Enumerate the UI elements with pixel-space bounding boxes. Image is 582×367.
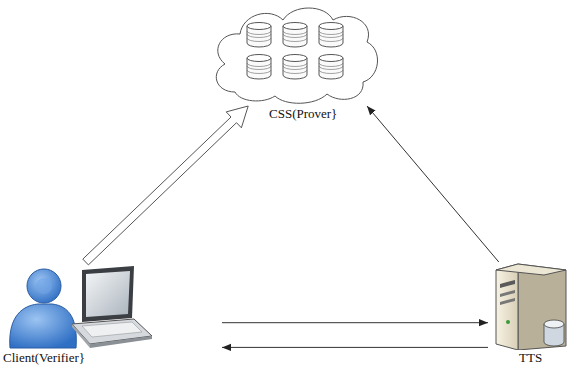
client-icon [2, 262, 222, 350]
server-icon [488, 262, 578, 350]
server-node: TTS [488, 262, 578, 350]
node-label: CSS(Prover} [268, 106, 338, 121]
hollow-arrow [83, 106, 248, 265]
arrow-line [222, 347, 488, 348]
cloud-node: CSS(Prover} [205, 2, 385, 106]
node-label: TTS [518, 350, 543, 365]
client-node: Client(Verifier} [2, 262, 222, 350]
node-label: Client(Verifier} [2, 350, 86, 365]
cloud-icon [205, 2, 385, 106]
arrow-line [367, 106, 499, 262]
arrow-line [222, 322, 488, 323]
